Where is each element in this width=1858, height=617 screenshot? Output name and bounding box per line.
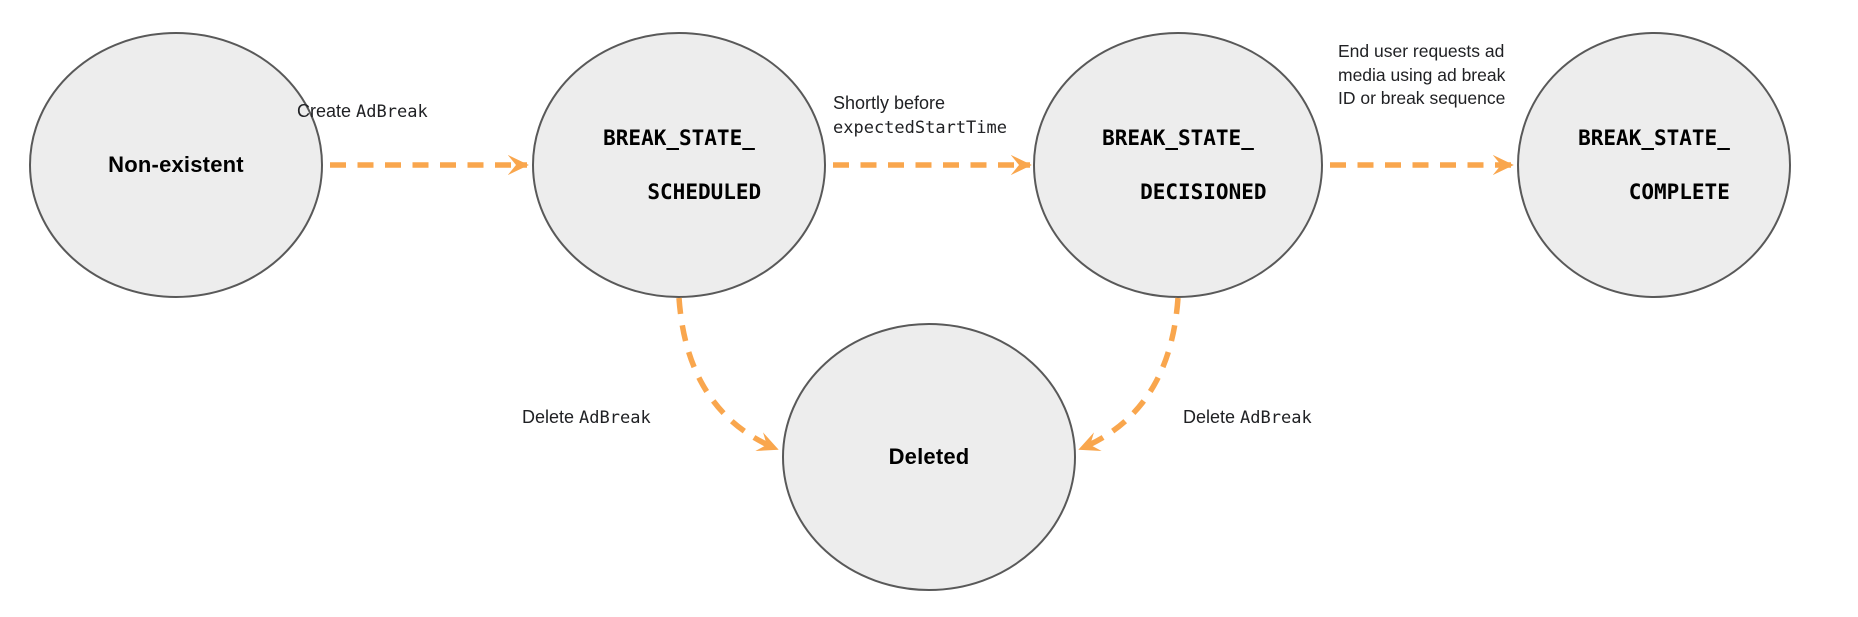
state-circle-non-existent	[29, 32, 323, 298]
state-circle-deleted	[782, 323, 1076, 591]
edge-label-shortly-before: Shortly before expectedStartTime	[833, 93, 1007, 138]
state-circle-break-state-scheduled	[532, 32, 826, 298]
edge-label-end-user-requests: End user requests ad media using ad brea…	[1338, 41, 1506, 108]
arrow-delete-adbreak-from-scheduled	[676, 297, 779, 452]
edge-label-create-adbreak: Create AdBreak	[297, 101, 428, 122]
state-circle-break-state-complete	[1517, 32, 1791, 298]
arrow-delete-adbreak-from-decisioned	[1078, 297, 1181, 452]
edge-label-delete-adbreak-left: Delete AdBreak	[522, 407, 651, 428]
state-circle-break-state-decisioned	[1033, 32, 1323, 298]
edge-label-delete-adbreak-right: Delete AdBreak	[1183, 407, 1312, 428]
